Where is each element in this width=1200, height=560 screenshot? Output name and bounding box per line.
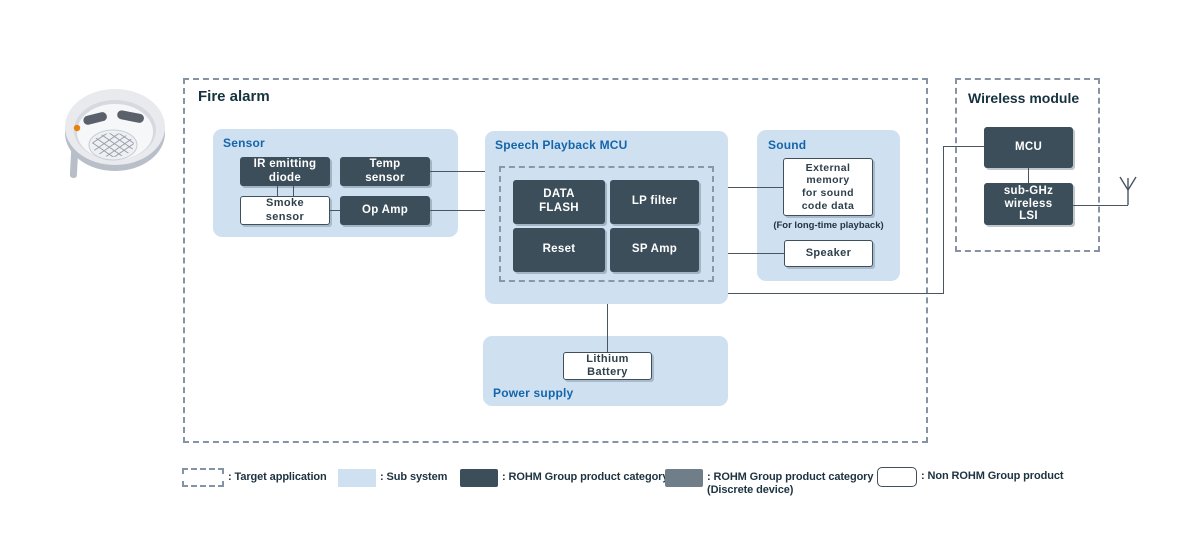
legend-discrete-swatch <box>665 469 703 487</box>
line-mcu-to-lsi <box>1028 168 1029 183</box>
legend-non-rohm-swatch <box>877 467 917 487</box>
op-amp-block: Op Amp <box>340 196 430 225</box>
line-opamp-to-speech <box>430 210 485 211</box>
reset-block: Reset <box>513 228 605 272</box>
legend-non-rohm: : Non ROHM Group product <box>877 467 1064 487</box>
data-flash-block: DATA FLASH <box>513 180 605 224</box>
line-riser-to-mcu <box>943 146 984 147</box>
legend-rohm-product: : ROHM Group product category <box>460 468 668 487</box>
wireless-module-frame <box>955 78 1100 252</box>
legend-rohm-label: : ROHM Group product category <box>502 471 669 483</box>
line-wireless-riser <box>943 146 944 294</box>
legend-non-rohm-label: : Non ROHM Group product <box>921 470 1064 482</box>
sp-amp-block: SP Amp <box>610 228 699 272</box>
fire-alarm-title: Fire alarm <box>198 88 270 105</box>
legend-rohm-swatch <box>460 469 498 487</box>
antenna-icon <box>1119 176 1137 205</box>
line-smoke-to-opamp <box>330 210 340 211</box>
ir-emitting-diode-block: IR emitting diode <box>240 157 330 186</box>
smoke-sensor-block: Smoke sensor <box>240 196 330 225</box>
smoke-detector-illustration <box>65 89 165 178</box>
wireless-mcu-block: MCU <box>984 127 1073 168</box>
temp-sensor-block: Temp sensor <box>340 157 430 186</box>
speech-playback-label: Speech Playback MCU <box>495 138 628 152</box>
sound-panel-label: Sound <box>768 138 807 152</box>
legend-target-label: : Target application <box>228 471 327 483</box>
speech-mcu-inner-frame <box>499 166 714 282</box>
legend-target-swatch <box>182 468 224 487</box>
wireless-module-title: Wireless module <box>968 90 1080 106</box>
legend-target-application: : Target application <box>182 468 327 487</box>
lithium-battery-block: Lithium Battery <box>563 352 652 380</box>
line-speech-to-wireless <box>728 293 943 294</box>
legend-sub-system: : Sub system <box>338 468 447 487</box>
legend-rohm-discrete: : ROHM Group product category (Discrete … <box>665 468 873 496</box>
line-temp-to-speech <box>430 171 485 172</box>
sub-ghz-wireless-lsi-block: sub-GHz wireless LSI <box>984 183 1073 225</box>
sensor-panel-label: Sensor <box>223 136 265 150</box>
power-supply-label: Power supply <box>493 386 574 400</box>
legend-discrete-label: : ROHM Group product category (Discrete … <box>707 471 874 496</box>
line-ir-to-smoke-2 <box>293 186 294 196</box>
line-speech-to-speaker <box>728 253 784 254</box>
legend-subsystem-label: : Sub system <box>380 471 448 483</box>
line-speech-to-extmemory <box>728 187 783 188</box>
speaker-block: Speaker <box>784 240 873 267</box>
long-time-playback-note: (For long-time playback) <box>773 220 884 231</box>
lp-filter-block: LP filter <box>610 180 699 224</box>
fire-alarm-frame <box>183 78 928 443</box>
line-lsi-to-antenna <box>1073 205 1128 206</box>
line-ir-to-smoke-1 <box>277 186 278 196</box>
line-speech-to-battery <box>607 304 608 352</box>
external-memory-block: External memory for sound code data <box>783 158 873 216</box>
legend-subsystem-swatch <box>338 469 376 487</box>
